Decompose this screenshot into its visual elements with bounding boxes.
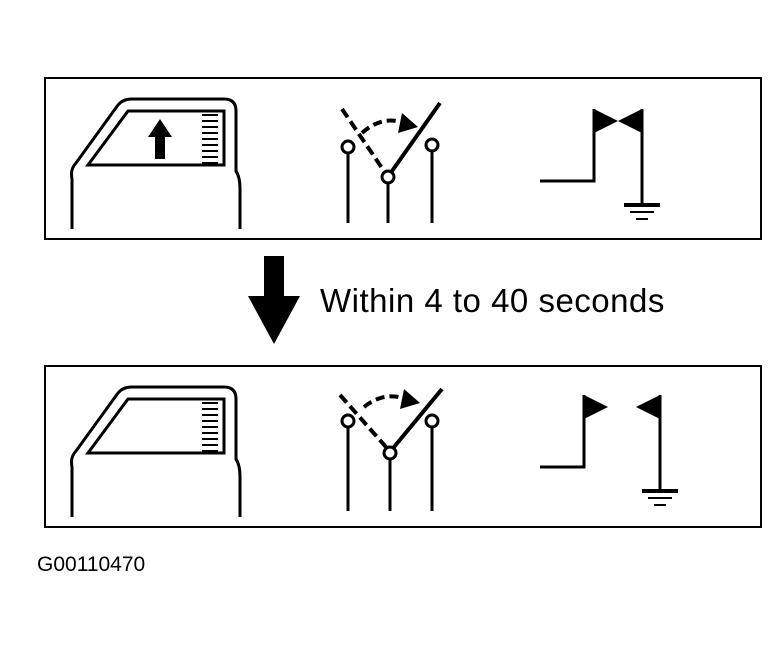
switch-icon [338,387,444,511]
figure-id: G00110470 [37,553,146,576]
down-arrow-icon [248,256,300,344]
window-edge-ticks [202,114,218,164]
rotation-arrow-icon [360,113,418,135]
window-edge-ticks [202,402,218,452]
car-door-icon [70,385,242,517]
contact-flags-touching [594,109,642,133]
switch-icon [340,101,442,223]
up-arrow-icon [148,119,172,159]
stage-2-panel [44,365,762,528]
transition-label: Within 4 to 40 seconds [320,282,665,319]
car-door-icon [70,97,242,229]
contact-flags-separated [584,395,660,419]
stage-1-panel [44,77,762,240]
rotation-arrow-icon [362,389,420,409]
